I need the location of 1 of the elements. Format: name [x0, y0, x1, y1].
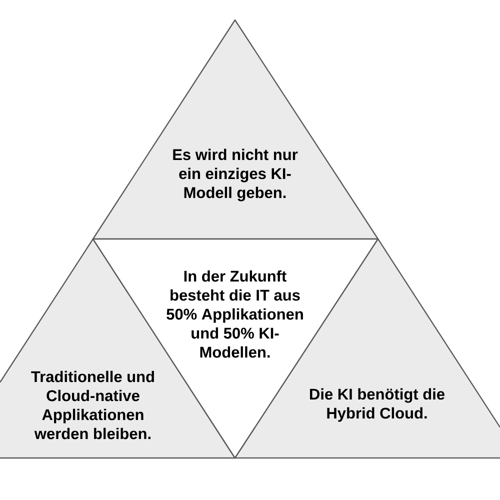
triangle-segment: Es wird nicht nur ein einziges KI-Modell geben. — [92, 19, 379, 240]
